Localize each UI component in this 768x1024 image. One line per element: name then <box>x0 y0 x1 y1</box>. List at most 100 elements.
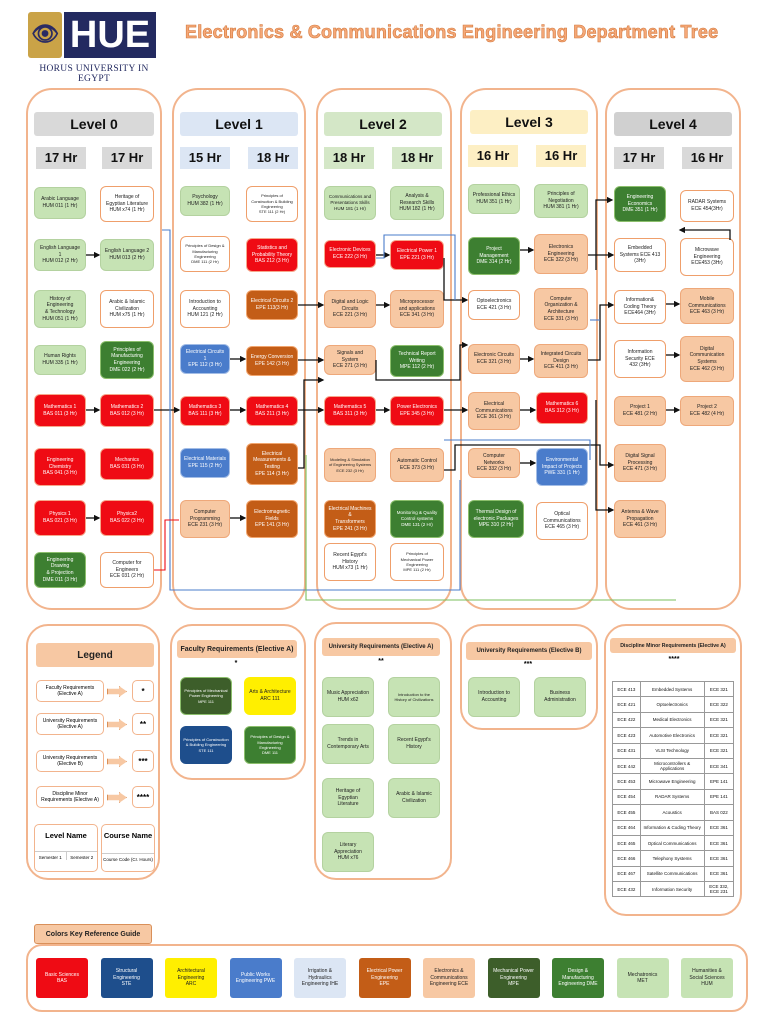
elective-card[interactable]: Trends in Contemporary Arts <box>322 724 374 764</box>
elective-card[interactable]: Principles of Construction & Building En… <box>180 726 232 764</box>
course-card[interactable]: Digital and Logic Circuits ECE 221 (3 Hr… <box>324 290 376 328</box>
course-card[interactable]: Principles of Construction & Building En… <box>246 186 298 222</box>
course-card[interactable]: Engineering Drawing & Projection DME 011… <box>34 552 86 588</box>
course-card[interactable]: Integrated Circuits Design ECE 411 (3 Hr… <box>534 344 588 378</box>
course-card[interactable]: Computer Networks ECE 332 (3 Hr) <box>468 448 520 478</box>
course-card[interactable]: Electrical Circuits 2 EPE 113(3 Hr) <box>246 290 298 320</box>
course-card[interactable]: Computer for Engineers ECE 031 (2 Hr) <box>100 552 154 588</box>
course-card[interactable]: Analysis & Research Skills HUM 182 (1 Hr… <box>390 186 444 220</box>
course-card[interactable]: History of Engineering & Technology HUM … <box>34 290 86 328</box>
course-card[interactable]: Environmental Impact of Projects PWE 331… <box>536 448 588 486</box>
minor-course-name: Microcontrollers & Applications <box>639 757 705 775</box>
course-card[interactable]: Project 2 ECE 482 (4 Hr) <box>680 396 734 426</box>
course-card[interactable]: Heritage of Egyptian Literature HUM x74 … <box>100 186 154 222</box>
course-card[interactable]: English Language 2 HUM 013 (2 Hr) <box>100 239 154 271</box>
course-card[interactable]: Automatic Control ECE 373 (3 Hr) <box>390 448 444 482</box>
course-card[interactable]: Electromagnetic Fields EPE 141 (3 Hr) <box>246 500 298 538</box>
eye-of-horus-icon: 👁 <box>28 12 62 58</box>
course-card[interactable]: Microwave Engineering ECE453 (3Hr) <box>680 238 734 276</box>
course-card[interactable]: Arabic Language HUM 011 (1 Hr) <box>34 187 86 219</box>
elective-card[interactable]: Principles of Design & Manufacturing Eng… <box>244 726 296 764</box>
course-card[interactable]: Technical Report Writing MPE 112 (2 Hr) <box>390 345 444 377</box>
elective-card[interactable]: Music Appreciation HUM x62 <box>322 677 374 717</box>
course-card[interactable]: Mathematics 2 BAS 012 (3 Hr) <box>100 394 154 427</box>
discipline-minor-panel <box>604 624 742 916</box>
course-card[interactable]: Electrical Machines & Transformers EPE 2… <box>324 500 376 538</box>
course-card[interactable]: Mathematics 5 BAS 311 (3 Hr) <box>324 396 376 426</box>
course-card[interactable]: Introduction to Accounting HUM 121 (2 Hr… <box>180 290 230 328</box>
course-card[interactable]: Electrical Materials EPE 115 (2 Hr) <box>180 448 230 478</box>
course-card[interactable]: Digital Communication Systems ECE 462 (3… <box>680 336 734 382</box>
course-card[interactable]: Physics 1 BAS 021 (3 Hr) <box>34 500 86 536</box>
course-card[interactable]: Mathematics 4 BAS 211 (3 Hr) <box>246 396 298 426</box>
course-card[interactable]: Electronic Circuits ECE 321 (3 Hr) <box>468 344 520 374</box>
elective-card[interactable]: Principles of Mechanical Power Engineeri… <box>180 677 232 715</box>
elective-card[interactable]: Literary Appreciation HUM x76 <box>322 832 374 872</box>
course-card[interactable]: Professional Ethics HUM 351 (1 Hr) <box>468 184 520 214</box>
course-card[interactable]: RADAR Systems ECE 454(3Hr) <box>680 190 734 222</box>
course-card[interactable]: Microprocessor and applications ECE 341 … <box>390 290 444 328</box>
elective-card[interactable]: Arabic & Islamic Civilization <box>388 778 440 818</box>
course-card[interactable]: Statistics and Probability Theory BAS 21… <box>246 238 298 272</box>
course-card[interactable]: Electrical Circuits 1 EPE 112 (3 Hr) <box>180 344 230 374</box>
course-card[interactable]: Energy Conversion EPE 142 (3 Hr) <box>246 346 298 376</box>
course-card[interactable]: Mathematics 3 BAS 111 (3 Hr) <box>180 396 230 426</box>
course-card[interactable]: Project 1 ECE 481 (2 Hr) <box>614 396 666 426</box>
course-card[interactable]: Monitoring & Quality Control systems DME… <box>390 500 444 538</box>
course-card[interactable]: Mobile Communications ECE 463 (3 Hr) <box>680 288 734 324</box>
course-card[interactable]: Electrical Measurements & Testing EPE 11… <box>246 443 298 485</box>
elective-card[interactable]: Introduction to Accounting <box>468 677 520 717</box>
course-card[interactable]: Mechanics BAS 031 (3 Hr) <box>100 448 154 480</box>
course-card[interactable]: Electronics Engineering ECE 322 (3 Hr) <box>534 234 588 274</box>
course-card[interactable]: Recent Egypt's History HUM x73 (1 Hr) <box>324 543 376 581</box>
course-card[interactable]: Engineering Chemistry BAS 041 (3 Hr) <box>34 448 86 486</box>
university-a-mark: ** <box>378 658 384 665</box>
course-card[interactable]: Principles of Mechanical Power Engineeri… <box>390 543 444 581</box>
course-card[interactable]: Computer Programming ECE 231 (3 Hr) <box>180 500 230 538</box>
course-card[interactable]: Optical Communications ECE 465 (3 Hr) <box>536 502 588 540</box>
course-card[interactable]: Psychology HUM 382 (1 Hr) <box>180 186 230 216</box>
course-card[interactable]: Physics2 BAS 022 (3 Hr) <box>100 500 154 536</box>
elective-card[interactable]: Introduction to the History of Civilizat… <box>388 677 440 717</box>
minor-course-code: ECE 332, ECE 231 <box>703 881 735 898</box>
course-card[interactable]: Thermal Design of electronic Packages MP… <box>468 500 524 538</box>
elective-card[interactable]: Arts & Architecture ARC 111 <box>244 677 296 715</box>
elective-card[interactable]: Heritage of Egyptian Literature <box>322 778 374 818</box>
course-card[interactable]: Communications and Presentations Skills … <box>324 186 376 220</box>
discipline-minor-mark: **** <box>668 656 680 663</box>
course-card[interactable]: Principles of Negotiation HUM 381 (1 Hr) <box>534 184 588 218</box>
legend-row: Faculty Requirements (Elective A) * <box>36 680 154 702</box>
course-card[interactable]: Human Rights HUM 335 (1 Hr) <box>34 345 86 375</box>
course-card[interactable]: Information& Coding Theory ECE464 (3Hr) <box>614 290 666 324</box>
arrow-right-icon <box>107 686 127 697</box>
course-card[interactable]: Project Management DME 314 (2 Hr) <box>468 237 520 275</box>
course-card[interactable]: English Language 1 HUM 012 (2 Hr) <box>34 239 86 271</box>
level-0-sem1-hours: 17 Hr <box>36 147 86 169</box>
course-card[interactable]: Information Security ECE 432 (3Hr) <box>614 340 666 378</box>
course-card[interactable]: Mathematics 6 BAS 312 (3 Hr) <box>536 392 588 424</box>
course-card[interactable]: Modeling & Simulation of Engineering Sys… <box>324 448 376 482</box>
course-card[interactable]: Signals and System ECE 271 (3 Hr) <box>324 345 376 375</box>
course-card[interactable]: Arabic & Islamic Civilization HUM x75 (1… <box>100 290 154 328</box>
course-card[interactable]: Embedded Systems ECE 413 (3Hr) <box>614 238 666 272</box>
course-card[interactable]: Principles of Design & Manufacturing Eng… <box>180 236 230 272</box>
legend-title: Legend <box>36 643 154 667</box>
faculty-mark: * <box>234 660 238 667</box>
course-card[interactable]: Principles of Manufacturing Engineering … <box>100 341 154 379</box>
course-card[interactable]: Power Electronics EPE 345 (3 Hr) <box>390 396 444 426</box>
elective-card[interactable]: Recent Egypt's History <box>388 724 440 764</box>
course-card[interactable]: Electrical Communications ECE 361 (3 Hr) <box>468 392 520 430</box>
course-card[interactable]: Electrical Power 1 EPE 221 (3 Hr) <box>390 240 444 270</box>
elective-card[interactable]: Business Administration <box>534 677 586 717</box>
course-card[interactable]: Digital Signal Processing ECE 471 (3 Hr) <box>614 444 666 482</box>
course-card[interactable]: Optoelectronics ECE 421 (3 Hr) <box>468 290 520 320</box>
course-card[interactable]: Antenna & Wave Propagation ECE 461 (3 Hr… <box>614 500 666 538</box>
minor-course-code: ECE 465 <box>612 834 641 852</box>
course-card[interactable]: Mathematics 1 BAS 011 (3 Hr) <box>34 394 86 427</box>
course-card[interactable]: Computer Organization & Architecture ECE… <box>534 288 588 330</box>
course-card[interactable]: Electronic Devices ECE 222 (3 Hr) <box>324 240 376 268</box>
arrow-right-icon <box>107 792 127 803</box>
course-card[interactable]: Engineering Economics DME 351 (1 Hr) <box>614 186 666 222</box>
